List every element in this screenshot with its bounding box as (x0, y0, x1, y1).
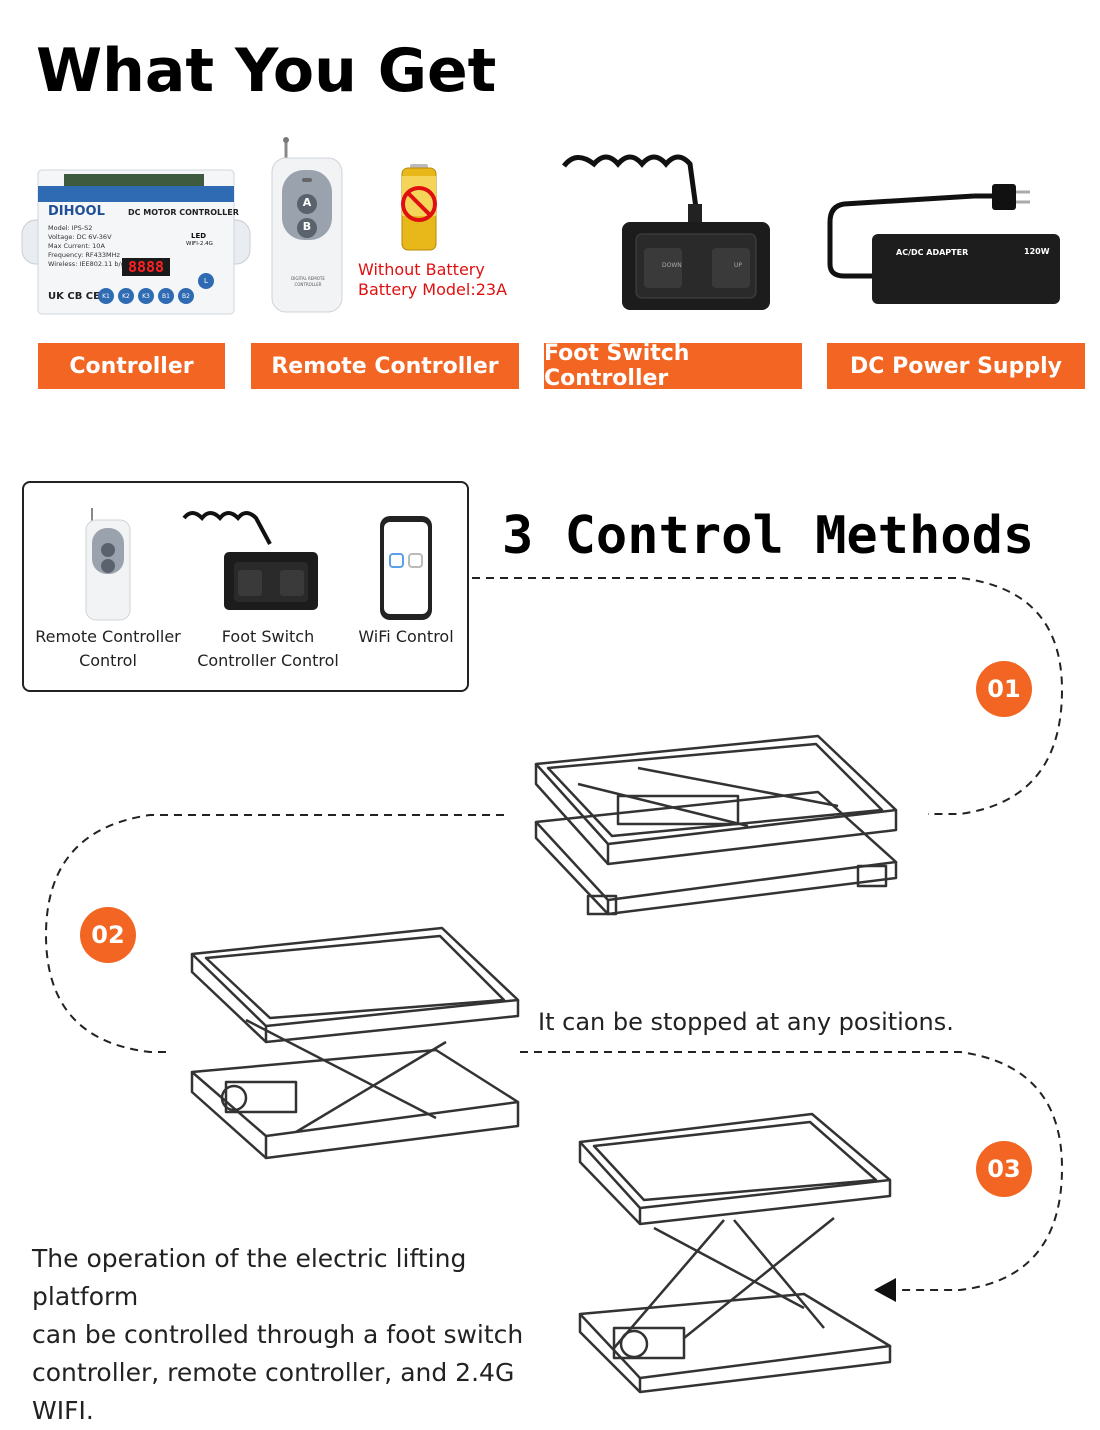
controller-certs: UK CB CE (48, 291, 100, 302)
step-03-badge: 03 (976, 1141, 1032, 1197)
control-methods-box (22, 481, 469, 692)
label-controller: Controller (38, 343, 225, 389)
page-title: What You Get (36, 36, 497, 106)
remote-button-a: A (302, 196, 312, 209)
control-methods-title: 3 Control Methods (502, 506, 1035, 566)
step-01-badge: 01 (976, 661, 1032, 717)
method-remote-image (82, 506, 134, 622)
controller-buttons: K1 K2 K3 B1 B2 (98, 288, 194, 304)
method-remote-label: Remote Controller Control (35, 627, 181, 670)
foot-switch-up-label: UP (734, 262, 743, 269)
controller-button-b1: B1 (158, 288, 174, 304)
controller-name: DC MOTOR CONTROLLER (128, 208, 239, 217)
label-foot-switch: Foot Switch Controller (544, 341, 802, 391)
battery-note: Without Battery Battery Model:23A (358, 260, 508, 299)
label-remote-controller: Remote Controller (251, 343, 519, 389)
foot-switch-image (546, 148, 776, 316)
controller-image (20, 160, 252, 316)
power-supply-line2: 120W (1024, 247, 1050, 256)
controller-button-k2: K2 (118, 288, 134, 304)
controller-button-k3: K3 (138, 288, 154, 304)
foot-switch-down-label: DOWN (662, 262, 682, 269)
platform-mid-image (186, 922, 528, 1164)
platform-lowered-image (518, 726, 904, 918)
method-foot-switch-label: Foot Switch Controller Control (197, 627, 339, 670)
controller-brand: DIHOOL (48, 204, 105, 219)
controller-display: 8888 (122, 258, 170, 276)
power-supply-image (824, 176, 1064, 308)
controller-button-b2: B2 (178, 288, 194, 304)
remote-brand-text: DIGITAL REMOTE CONTROLLER (291, 276, 325, 287)
method-phone-image (378, 514, 434, 622)
step-02-badge: 02 (80, 907, 136, 963)
platform-raised-image (574, 1108, 896, 1394)
method-wifi-label: WiFi Control (358, 627, 454, 646)
controller-wifi-label: WIFI-2.4G (186, 241, 213, 247)
remote-image (266, 136, 346, 316)
battery-icon (398, 162, 446, 254)
controller-specs: Model: IPS-S2 Voltage: DC 6V-36V Max Cur… (48, 224, 132, 268)
controller-button-l: L (198, 273, 214, 289)
description-text: The operation of the electric lifting pl… (32, 1244, 524, 1425)
remote-button-b: B (302, 220, 312, 233)
power-supply-line1: AC/DC ADAPTER (896, 248, 969, 257)
method-foot-switch-image (180, 508, 322, 614)
label-dc-power-supply: DC Power Supply (827, 343, 1085, 389)
stop-any-position-caption: It can be stopped at any positions. (538, 1008, 954, 1036)
controller-led-label: LED (191, 232, 207, 240)
controller-button-k1: K1 (98, 288, 114, 304)
